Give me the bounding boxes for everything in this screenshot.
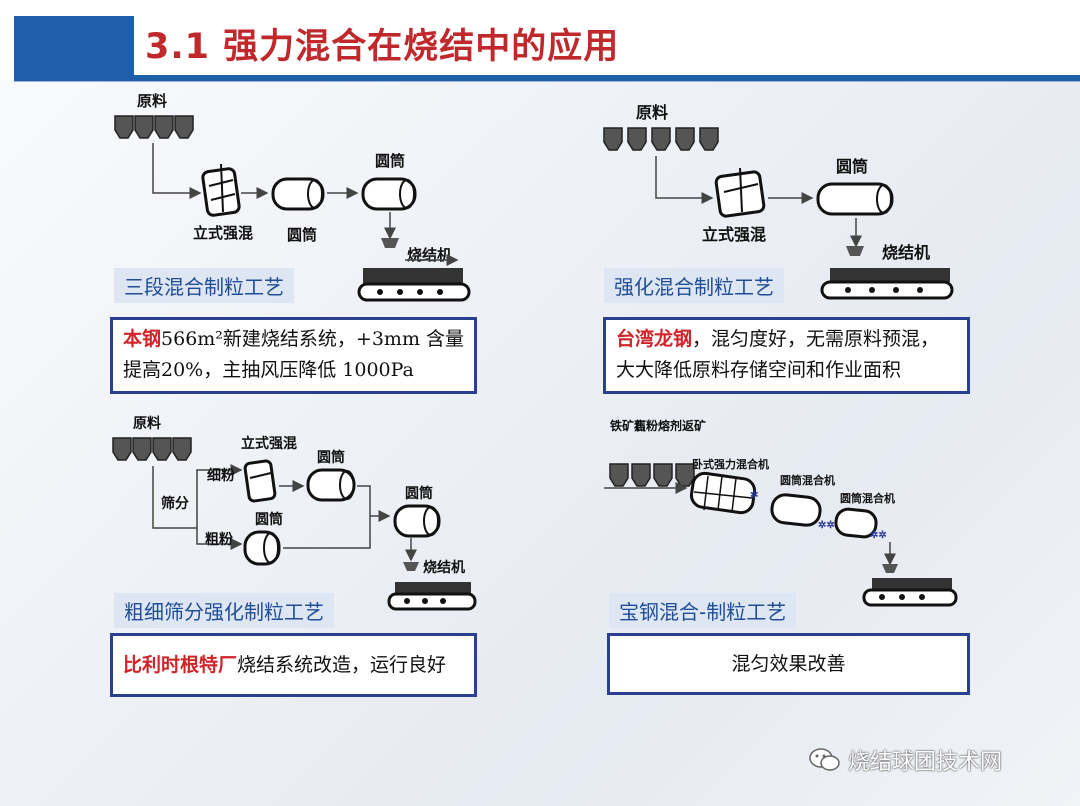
note-text: 566m²新建烧结系统，+3mm 含量提高20%，主抽风压降低 1000Pa	[123, 328, 464, 381]
sinter-machine-label: 烧结机	[407, 246, 452, 264]
wechat-icon	[809, 748, 840, 771]
note-text: 混匀效果改善	[731, 653, 846, 675]
vertical-mixer-icon	[714, 167, 766, 218]
note-text: ，混匀度好，无需原料预混，大大降低原料存储空间和作业面积	[616, 328, 940, 381]
sinter-machine-icon	[357, 238, 471, 302]
sinter-machine-label: 烧结机	[423, 559, 465, 576]
material-label: 铁矿石	[610, 418, 646, 433]
caption-screening: 粗细筛分强化制粒工艺	[114, 593, 334, 628]
vertical-mixer-icon	[243, 459, 277, 503]
coarse-powder-label: 粗粉	[205, 531, 233, 548]
horizontal-mixer-label: 卧式强力混合机	[692, 457, 769, 471]
drum-2-icon	[361, 177, 417, 211]
drum-2-label: 圆筒	[375, 152, 405, 170]
drum-label: 圆筒	[836, 157, 868, 176]
material-label: 熔剂	[658, 418, 682, 433]
title-accent-block	[14, 16, 134, 78]
caption-baosteel: 宝钢混合-制粒工艺	[609, 593, 797, 628]
title-bar	[0, 0, 1080, 80]
raw-hoppers	[112, 437, 192, 461]
note-taiwan: 台湾龙钢，混匀度好，无需原料预混，大大降低原料存储空间和作业面积	[603, 317, 970, 394]
drum-icon	[816, 182, 894, 216]
raw-hoppers	[609, 463, 695, 487]
drum-3-label: 圆筒	[405, 485, 433, 502]
particles-icon: ✲✲	[818, 520, 835, 531]
title-underline	[14, 75, 1080, 81]
vertical-mixer-label: 立式强混	[702, 225, 766, 244]
drum-mixer-2-icon	[834, 507, 878, 539]
drum-mixer-1-icon	[770, 493, 822, 527]
drum-3-icon	[393, 504, 441, 538]
note-gent: 比利时根特厂烧结系统改造，运行良好	[110, 633, 477, 697]
page-title: 3.1 强力混合在烧结中的应用	[145, 27, 620, 67]
drum-2-label: 圆筒	[255, 511, 283, 528]
caption-enhanced: 强化混合制粒工艺	[604, 268, 784, 303]
sinter-machine-icon	[862, 564, 958, 607]
fine-powder-label: 细粉	[207, 467, 235, 484]
sinter-machine-icon	[820, 246, 954, 300]
note-baosteel: 混匀效果改善	[607, 633, 970, 695]
diagram-enhanced: 原料 立式强混 圆筒 烧结机	[603, 103, 954, 300]
sinter-machine-label: 烧结机	[882, 243, 930, 262]
drum-1-icon	[271, 177, 325, 211]
raw-hoppers	[603, 127, 719, 151]
material-label: 返矿	[682, 418, 706, 433]
note-highlight: 比利时根特厂	[123, 654, 238, 676]
drum-1-icon	[306, 468, 356, 502]
note-highlight: 台湾龙钢	[616, 328, 693, 350]
note-benxi: 本钢566m²新建烧结系统，+3mm 含量提高20%，主抽风压降低 1000Pa	[110, 317, 477, 394]
drum-1-label: 圆筒	[287, 226, 317, 244]
note-highlight: 本钢	[123, 328, 162, 350]
drum-mixer-2-label: 圆筒混合机	[840, 491, 895, 505]
watermark-text: 烧结球团技术网	[848, 750, 1003, 775]
raw-material-label: 原料	[636, 103, 668, 122]
vertical-mixer-label: 立式强混	[241, 435, 297, 452]
note-text: 烧结系统改造，运行良好	[237, 654, 447, 676]
particles-icon: ✲✲	[870, 530, 887, 541]
diagram-baosteel: 铁矿石 焦粉 熔剂 返矿 卧式强力混合机 ✲ 圆筒混合机 ✲✲ 圆筒混合机 ✲✲	[604, 418, 958, 607]
drum-1-label: 圆筒	[317, 449, 345, 466]
diagram-screening: 原料 筛分 细粉 粗粉 立式强混 圆筒 圆筒 圆筒 烧结机	[112, 415, 477, 611]
sinter-machine-icon	[387, 562, 477, 611]
material-label: 焦粉	[633, 418, 658, 433]
raw-hoppers	[114, 115, 194, 139]
raw-material-label: 原料	[133, 415, 161, 432]
drum-mixer-1-label: 圆筒混合机	[780, 473, 835, 487]
drum-2-icon	[243, 530, 281, 566]
screening-label: 筛分	[161, 495, 189, 512]
horizontal-mixer-icon	[689, 471, 757, 515]
caption-three-stage: 三段混合制粒工艺	[114, 268, 294, 303]
title-underline-thin	[14, 81, 1080, 82]
particles-icon: ✲	[750, 490, 758, 501]
watermark: 烧结球团技术网	[808, 744, 1002, 776]
raw-material-label: 原料	[137, 92, 167, 110]
vertical-mixer-icon	[201, 163, 241, 217]
material-labels: 铁矿石 焦粉 熔剂 返矿	[610, 418, 706, 433]
vertical-mixer-label: 立式强混	[193, 224, 253, 242]
diagram-three-stage: 原料 立式强混 圆筒 圆筒 烧结机	[114, 92, 471, 302]
